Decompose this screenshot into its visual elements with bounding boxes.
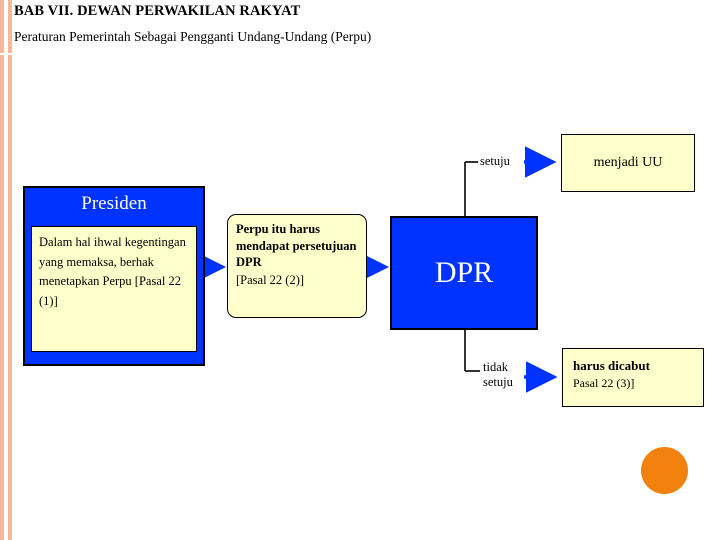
slide-header: BAB VII. DEWAN PERWAKILAN RAKYAT Peratur…	[14, 2, 704, 46]
node-perpu-text: Perpu itu harus mendapat persetujuan DPR	[236, 222, 357, 269]
node-dpr[interactable]: DPR	[390, 216, 538, 330]
page-subtitle: Peraturan Pemerintah Sebagai Pengganti U…	[14, 29, 372, 44]
node-presiden-detail: Dalam hal ihwal kegentingan yang memaksa…	[31, 226, 197, 352]
page-title: BAB VII. DEWAN PERWAKILAN RAKYAT	[14, 3, 301, 19]
edge-label-tidak-setuju: tidak setuju	[483, 360, 513, 390]
node-harus-dicabut-pasal: Pasal 22 (3)]	[573, 376, 635, 390]
decorative-stripe-left-2	[4, 0, 8, 540]
decorative-stripe-left-1	[0, 0, 4, 540]
decorative-stripe-left-3	[8, 0, 12, 540]
edge-label-setuju: setuju	[480, 154, 510, 168]
node-perpu-pasal: [Pasal 22 (2)]	[236, 272, 305, 287]
node-menjadi-uu[interactable]: menjadi UU	[561, 134, 695, 192]
node-menjadi-uu-label: menjadi UU	[593, 155, 663, 170]
header-divider	[0, 53, 720, 55]
node-dpr-label: DPR	[434, 256, 494, 289]
edge-label-tidak-setuju-line2: setuju	[483, 375, 513, 389]
node-harus-dicabut-label: harus dicabut	[573, 358, 650, 373]
node-perpu[interactable]: Perpu itu harus mendapat persetujuan DPR…	[227, 214, 367, 318]
node-presiden-label: Presiden	[81, 193, 147, 214]
edge-label-tidak-setuju-line1: tidak	[483, 360, 508, 374]
node-harus-dicabut[interactable]: harus dicabut Pasal 22 (3)]	[562, 348, 704, 407]
orange-circle-decoration	[641, 447, 688, 494]
